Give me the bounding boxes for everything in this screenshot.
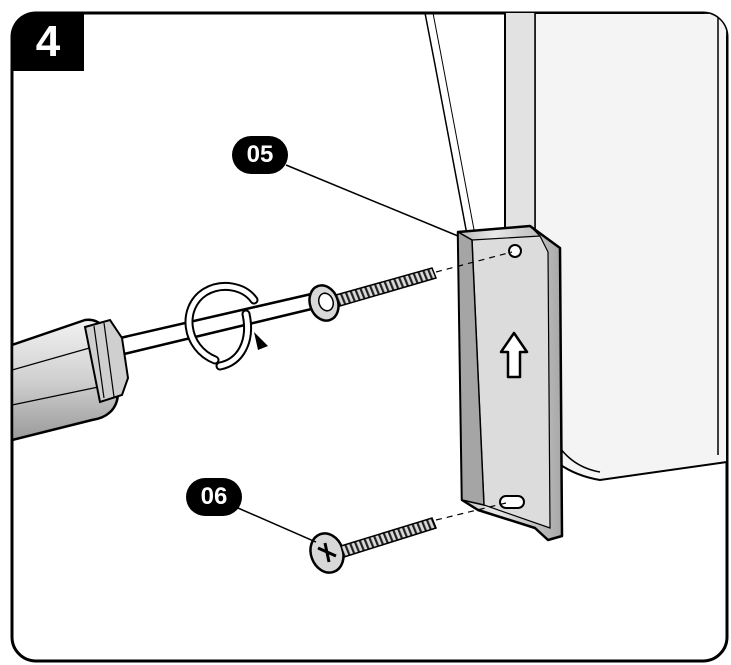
part-label-06: 06 <box>186 478 242 516</box>
up-arrow-icon <box>499 331 529 379</box>
screwdriver <box>12 290 326 442</box>
alignment-guide-upper <box>435 251 513 273</box>
leader-line-06 <box>237 507 317 543</box>
screw-05 <box>308 267 438 322</box>
clockwise-rotation-arrow-icon <box>184 281 268 371</box>
screw-06 <box>309 517 437 574</box>
wall-bracket <box>456 224 564 542</box>
part-label-05: 05 <box>232 136 288 174</box>
alignment-guide-lower <box>435 502 507 521</box>
step-number-badge: 4 <box>12 13 84 71</box>
leader-line-05 <box>285 164 459 237</box>
